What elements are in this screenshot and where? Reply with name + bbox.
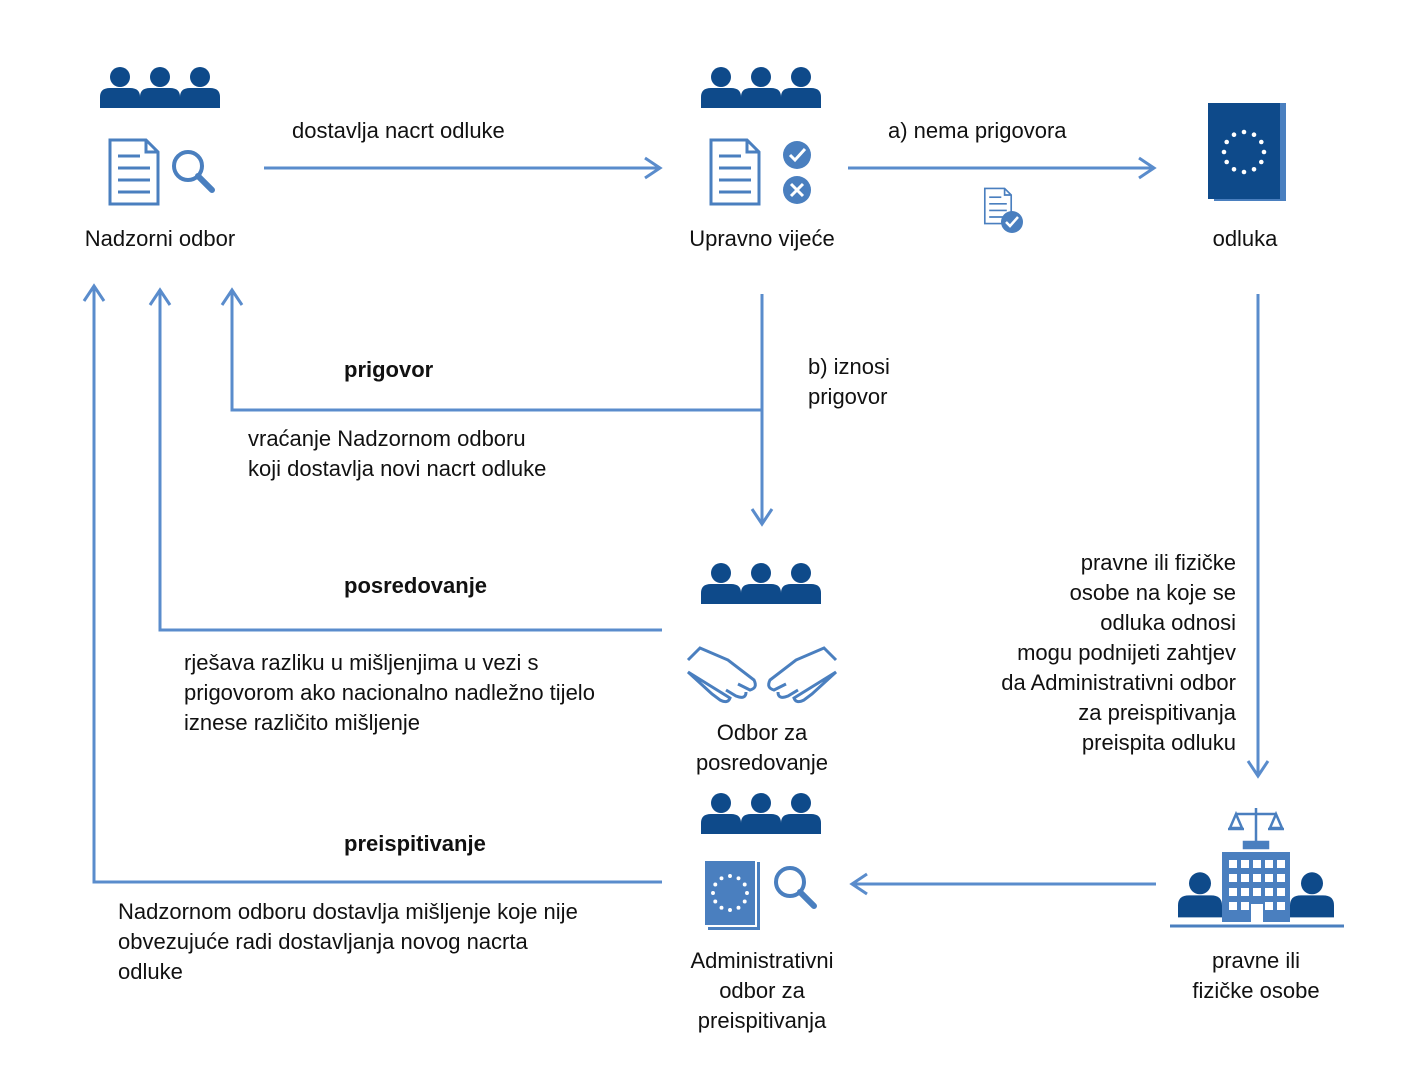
- node-decision: odluka: [1212, 226, 1278, 251]
- people-group-icon: [701, 793, 821, 834]
- person-icon: [1178, 872, 1222, 918]
- node-mediation-panel: Odbor za posredovanje: [695, 720, 829, 775]
- scales-of-justice-icon: [1228, 808, 1284, 850]
- approved-document-icon: [983, 187, 1023, 233]
- flow-request-review: pravne ili fizičke osobe na koje se odlu…: [1001, 550, 1236, 755]
- objection-title: prigovor: [344, 357, 434, 382]
- reject-x-icon: [783, 176, 811, 204]
- people-group-icon: [701, 67, 821, 108]
- mediation-title: posredovanje: [344, 573, 488, 598]
- court-building-icon: [1222, 852, 1290, 922]
- node-persons: pravne ili fizičke osobe: [1192, 948, 1320, 1003]
- people-group-icon: [701, 563, 821, 604]
- flow-submits-draft: dostavlja nacrt odluke: [292, 118, 505, 143]
- node-governing-council: Upravno vijeće: [689, 226, 835, 251]
- objection-text: vraćanje Nadzornom odboru koji dostavlja…: [248, 426, 547, 481]
- review-text: Nadzornom odboru dostavlja mišljenje koj…: [118, 899, 578, 984]
- people-group-icon: [100, 67, 220, 108]
- document-icon: [709, 138, 761, 206]
- arrow-mediation-return: [148, 287, 662, 632]
- magnifier-icon: [776, 868, 814, 906]
- flow-raises-objection: b) iznosi prigovor: [808, 354, 890, 409]
- node-administrative-board: Administrativni odbor za preispitivanja: [690, 948, 834, 1033]
- node-supervisory-board: Nadzorni odbor: [84, 226, 236, 251]
- eu-book-icon: [703, 859, 760, 930]
- eu-decision-book-icon: [1208, 103, 1286, 201]
- document-icon: [108, 138, 160, 206]
- approve-check-icon: [783, 141, 811, 169]
- arrow-review-return: [82, 283, 662, 884]
- person-icon: [1290, 872, 1334, 918]
- mediation-text: rješava razliku u mišljenjima u vezi s p…: [184, 650, 595, 735]
- arrow-objection-return: [220, 287, 762, 412]
- review-title: preispitivanje: [344, 831, 486, 856]
- magnifier-icon: [174, 152, 212, 190]
- handshake-icon: [686, 646, 838, 704]
- flow-no-objection: a) nema prigovora: [888, 118, 1067, 143]
